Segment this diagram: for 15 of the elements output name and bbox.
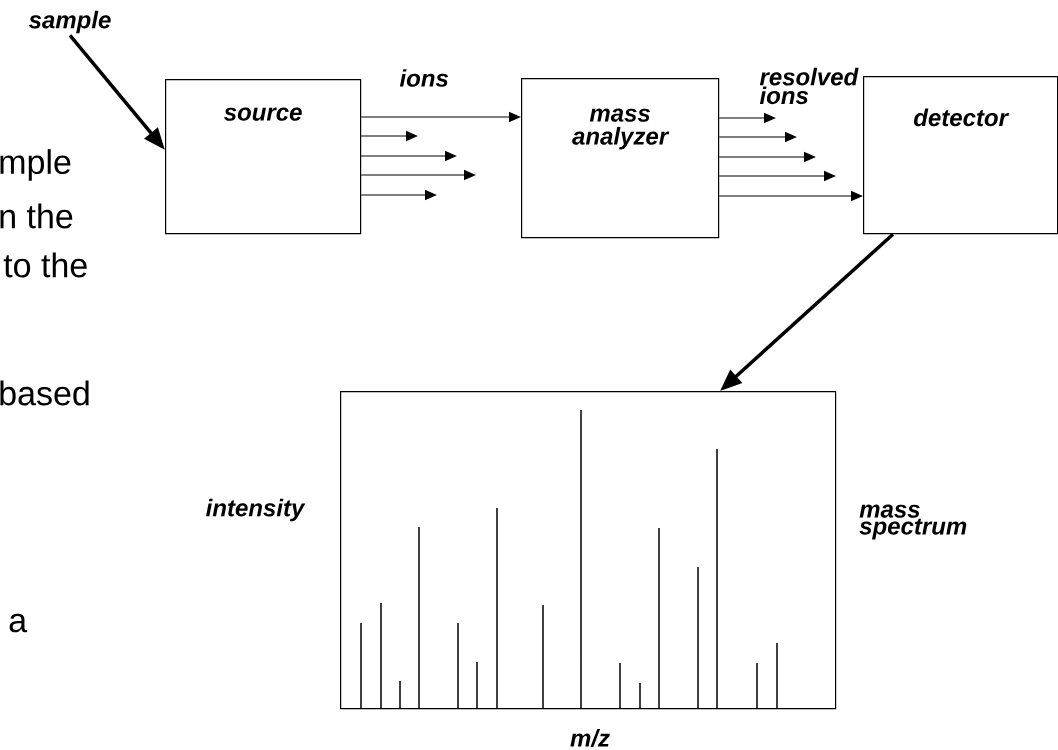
- process-box: mass analyzer: [521, 78, 720, 239]
- text-fragment: to the: [3, 252, 87, 278]
- text-fragment: based: [0, 380, 89, 406]
- plot-title: mass spectrum: [859, 504, 967, 540]
- text-fragment: mple: [0, 149, 71, 181]
- edge-label: resolved ions: [759, 67, 859, 105]
- axis-label: m/z: [570, 729, 610, 747]
- edge-label: ions: [399, 69, 449, 87]
- text-fragment: n the: [0, 203, 73, 229]
- text-fragment: a: [9, 613, 28, 633]
- input-label: sample: [28, 10, 111, 34]
- process-box: detector: [863, 76, 1058, 235]
- axis-label: intensity: [206, 498, 306, 522]
- process-box: source: [165, 79, 362, 235]
- spectrum-box: [340, 391, 837, 710]
